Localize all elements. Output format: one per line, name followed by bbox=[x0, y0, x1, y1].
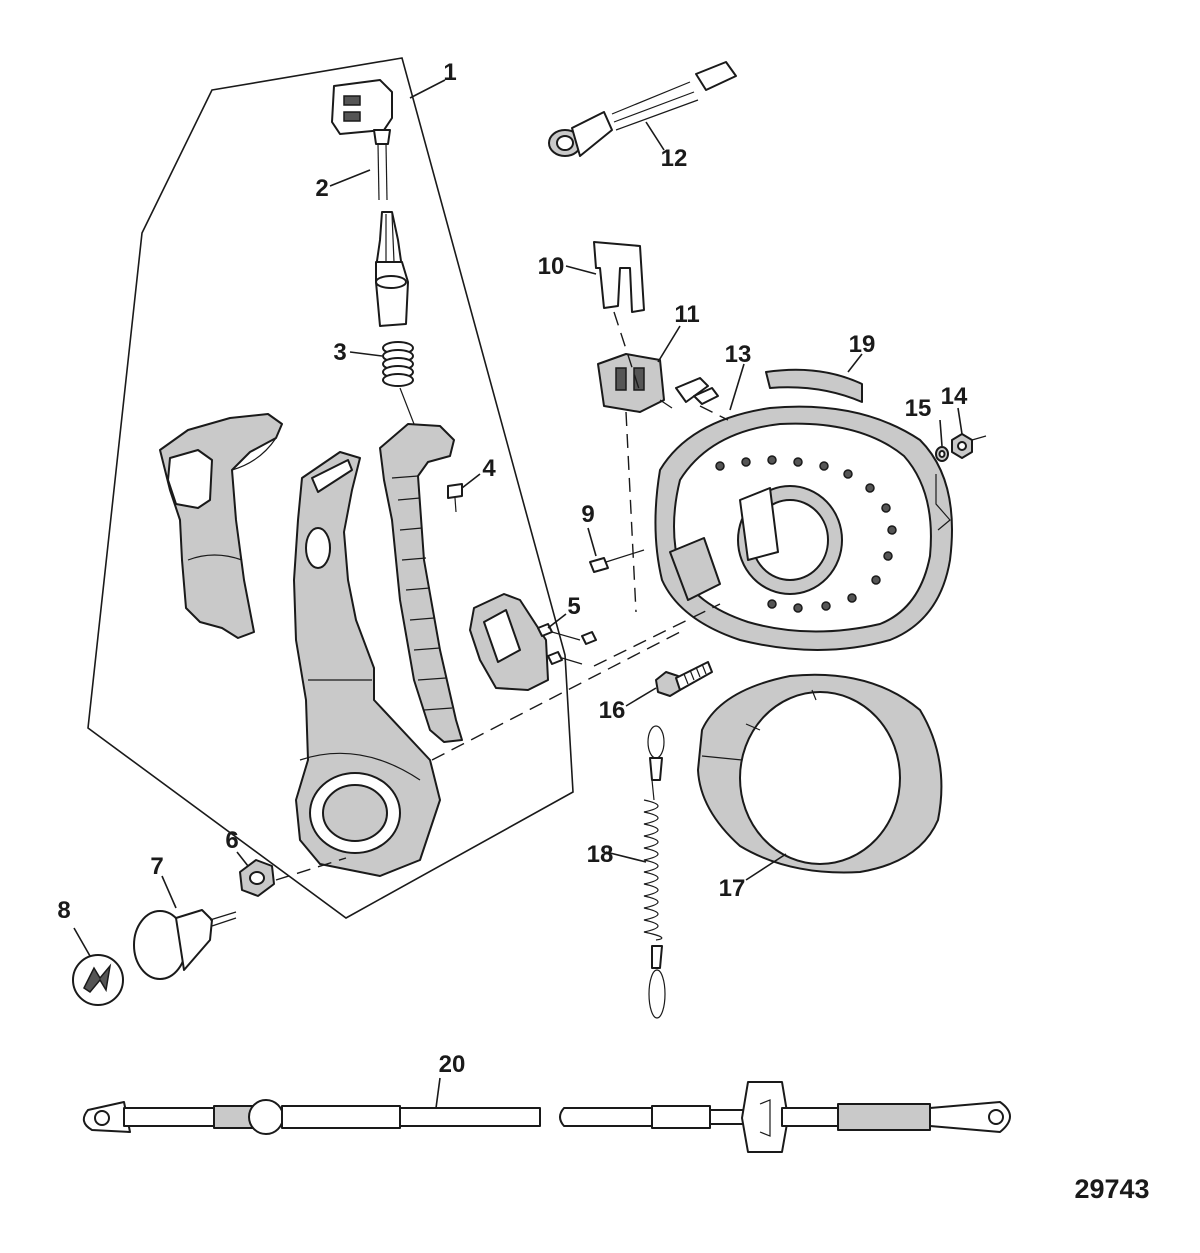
bolt-part bbox=[655, 661, 713, 697]
handle-grip-part bbox=[159, 413, 283, 639]
figure-number: 29743 bbox=[1074, 1174, 1149, 1204]
callout-18: 18 bbox=[587, 841, 614, 868]
control-handle-part bbox=[293, 451, 441, 877]
callout-7: 7 bbox=[150, 853, 163, 880]
trim-pad-part bbox=[765, 368, 863, 403]
detent-bracket-part bbox=[469, 593, 597, 691]
callout-10: 10 bbox=[538, 253, 565, 280]
alignment-lines bbox=[275, 311, 729, 881]
leader-lines bbox=[73, 79, 963, 1109]
bezel-cover-part bbox=[697, 673, 943, 874]
washer-part bbox=[935, 446, 949, 462]
callout-1: 1 bbox=[443, 59, 456, 86]
callout-14: 14 bbox=[941, 383, 968, 410]
control-cable-part bbox=[82, 1081, 1011, 1153]
brand-logo-icon bbox=[83, 963, 112, 993]
trim-switch-part bbox=[597, 353, 719, 413]
callout-3: 3 bbox=[333, 339, 346, 366]
callout-19: 19 bbox=[849, 331, 876, 358]
lanyard-part bbox=[643, 725, 666, 1019]
handle-slide-part bbox=[379, 423, 463, 743]
pan-screw-part bbox=[589, 549, 645, 573]
callout-16: 16 bbox=[599, 697, 626, 724]
callout-8: 8 bbox=[57, 897, 70, 924]
assembly-boundary bbox=[87, 57, 574, 919]
hex-nut-part bbox=[239, 859, 275, 897]
callout-20: 20 bbox=[439, 1051, 466, 1078]
retaining-clip-part bbox=[593, 241, 645, 313]
callout-15: 15 bbox=[905, 395, 932, 422]
harness-connector-part bbox=[331, 79, 409, 327]
callout-5: 5 bbox=[567, 593, 580, 620]
callout-4: 4 bbox=[482, 455, 496, 482]
callout-12: 12 bbox=[661, 145, 688, 172]
logo-cap-part bbox=[72, 954, 124, 1006]
callout-2: 2 bbox=[315, 175, 328, 202]
callout-13: 13 bbox=[725, 341, 752, 368]
base-housing-part bbox=[654, 405, 953, 651]
nut-part bbox=[951, 433, 973, 459]
screw-part bbox=[447, 483, 463, 513]
knob-cap-part bbox=[133, 909, 237, 980]
callout-labels: 1 2 3 4 5 6 7 8 9 10 11 12 13 14 15 16 1… bbox=[57, 59, 968, 1078]
callout-9: 9 bbox=[581, 501, 594, 528]
callout-6: 6 bbox=[225, 827, 238, 854]
harness-plug-part bbox=[548, 61, 737, 157]
callout-11: 11 bbox=[674, 301, 699, 328]
spring-part bbox=[382, 341, 415, 425]
callout-17: 17 bbox=[719, 875, 746, 902]
